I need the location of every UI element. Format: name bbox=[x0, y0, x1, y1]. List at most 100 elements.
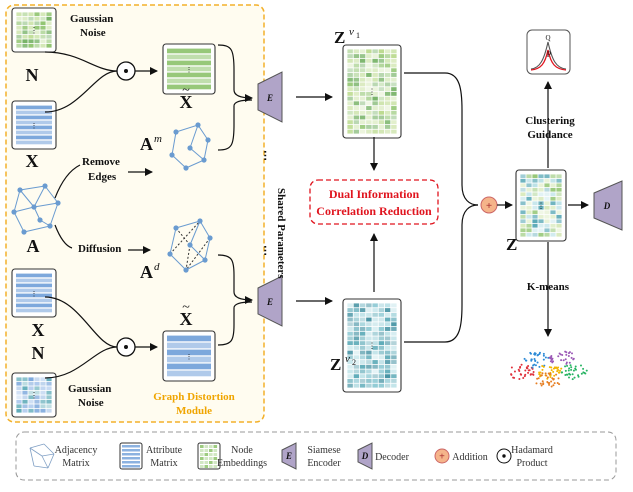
cluster-point bbox=[542, 358, 545, 361]
cluster-point bbox=[532, 370, 535, 373]
cluster-point bbox=[513, 376, 516, 379]
cluster-point bbox=[529, 373, 532, 376]
graphs-layer bbox=[11, 122, 213, 273]
cluster-point bbox=[545, 374, 548, 377]
tilde-bottom: ~ bbox=[182, 300, 190, 315]
cluster-point bbox=[524, 373, 527, 376]
a-to-diffusion bbox=[54, 224, 73, 249]
bracket-am-to-encoder bbox=[217, 99, 253, 151]
cluster-point bbox=[523, 357, 526, 360]
legend-label: Siamese bbox=[307, 445, 341, 456]
cluster-point bbox=[580, 372, 583, 375]
matrices-layer: ⋮⋮⋮⋮⋮⋮⋮⋮⋮ bbox=[11, 7, 567, 418]
cluster-point bbox=[562, 359, 565, 362]
embedding-zv1: ⋮ bbox=[342, 44, 402, 139]
cluster-point bbox=[551, 357, 554, 360]
cluster-point bbox=[577, 375, 580, 378]
cluster-scatter bbox=[510, 350, 588, 388]
hadamard-icon bbox=[496, 448, 512, 464]
cluster-point bbox=[557, 355, 560, 358]
cluster-point bbox=[568, 361, 571, 364]
dicr-line-2: Correlation Reduction bbox=[316, 204, 432, 218]
cluster-point bbox=[531, 373, 534, 376]
cluster-point bbox=[565, 353, 568, 356]
label-am-sup: m bbox=[154, 133, 162, 145]
shared-parameters-label: ⋯ Shared Parameters ⋯ bbox=[259, 150, 287, 279]
cluster-point bbox=[582, 367, 585, 370]
cluster-point bbox=[524, 369, 527, 372]
cluster-point bbox=[569, 373, 572, 376]
cluster-point bbox=[533, 358, 536, 361]
legend-label: Node bbox=[231, 445, 253, 456]
attribute-matrix-xtilde-top: ⋮ bbox=[162, 43, 216, 95]
x-to-hadamard-bottom bbox=[44, 296, 118, 348]
svg-text:Shared Parameters: Shared Parameters bbox=[275, 188, 287, 279]
cluster-point bbox=[568, 367, 571, 370]
cluster-point bbox=[527, 365, 530, 368]
cluster-point bbox=[579, 364, 582, 367]
cluster-point bbox=[537, 377, 540, 380]
gaussian-noise-top-1: Gaussian bbox=[70, 13, 113, 25]
cluster-point bbox=[533, 363, 536, 366]
cluster-point bbox=[536, 354, 539, 357]
cluster-point bbox=[536, 361, 539, 364]
cluster-point bbox=[519, 366, 522, 369]
graph-a bbox=[11, 183, 61, 235]
cluster-point bbox=[544, 372, 547, 375]
cluster-point bbox=[528, 369, 531, 372]
q-label: Q bbox=[545, 34, 550, 42]
cluster-point bbox=[544, 356, 547, 359]
siamese-encoder-bottom: E bbox=[257, 275, 283, 327]
cluster-point bbox=[582, 371, 585, 374]
cluster-point bbox=[541, 380, 544, 383]
cluster-point bbox=[564, 350, 567, 353]
cluster-point bbox=[574, 367, 577, 370]
distribution-plot: Q P bbox=[526, 29, 571, 75]
cluster-point bbox=[570, 356, 573, 359]
attribute-matrix-x-bottom: ⋮ bbox=[11, 268, 57, 318]
cluster-point bbox=[571, 373, 574, 376]
label-zv2: Z bbox=[330, 355, 341, 374]
cluster-point bbox=[550, 380, 553, 383]
cluster-point bbox=[557, 371, 560, 374]
cluster-point bbox=[570, 366, 573, 369]
label-zv2-sup: v bbox=[345, 353, 350, 365]
cluster-point bbox=[538, 371, 541, 374]
dicr-line-1: Dual Information bbox=[329, 187, 420, 201]
svg-text:⋮: ⋮ bbox=[186, 66, 193, 74]
legend-label: Matrix bbox=[150, 458, 177, 469]
tilde-top: ~ bbox=[182, 83, 190, 98]
cluster-point bbox=[520, 363, 523, 366]
cluster-point bbox=[560, 359, 563, 362]
cluster-point bbox=[510, 373, 513, 376]
kmeans-label: K-means bbox=[527, 281, 570, 293]
cluster-point bbox=[556, 370, 559, 373]
cluster-point bbox=[567, 352, 570, 355]
svg-text:⋮: ⋮ bbox=[31, 290, 38, 298]
cluster-point bbox=[546, 376, 549, 379]
bracket-ad-to-encoder bbox=[217, 254, 253, 304]
graph-am bbox=[169, 122, 211, 171]
label-xtilde-top: X bbox=[180, 92, 193, 112]
bracket-bottom-to-encoder bbox=[217, 301, 253, 346]
cluster-point bbox=[547, 372, 550, 375]
siamese-encoder-top: E bbox=[257, 71, 283, 123]
legend-label: Attribute bbox=[146, 445, 183, 456]
cluster-point bbox=[547, 382, 550, 385]
embedding-icon bbox=[197, 442, 221, 470]
cluster-point bbox=[551, 361, 554, 364]
gaussian-noise-bottom-1: Gaussian bbox=[68, 383, 111, 395]
clustering-guidance-1: Clustering bbox=[525, 115, 575, 127]
cluster-point bbox=[564, 369, 567, 372]
label-zv1: Z bbox=[334, 28, 345, 47]
svg-text:D: D bbox=[361, 451, 369, 461]
cluster-point bbox=[540, 384, 543, 387]
legend-frame bbox=[15, 431, 617, 481]
hadamard-product-top bbox=[116, 61, 136, 81]
label-a: A bbox=[27, 236, 40, 256]
cluster-point bbox=[558, 383, 561, 386]
